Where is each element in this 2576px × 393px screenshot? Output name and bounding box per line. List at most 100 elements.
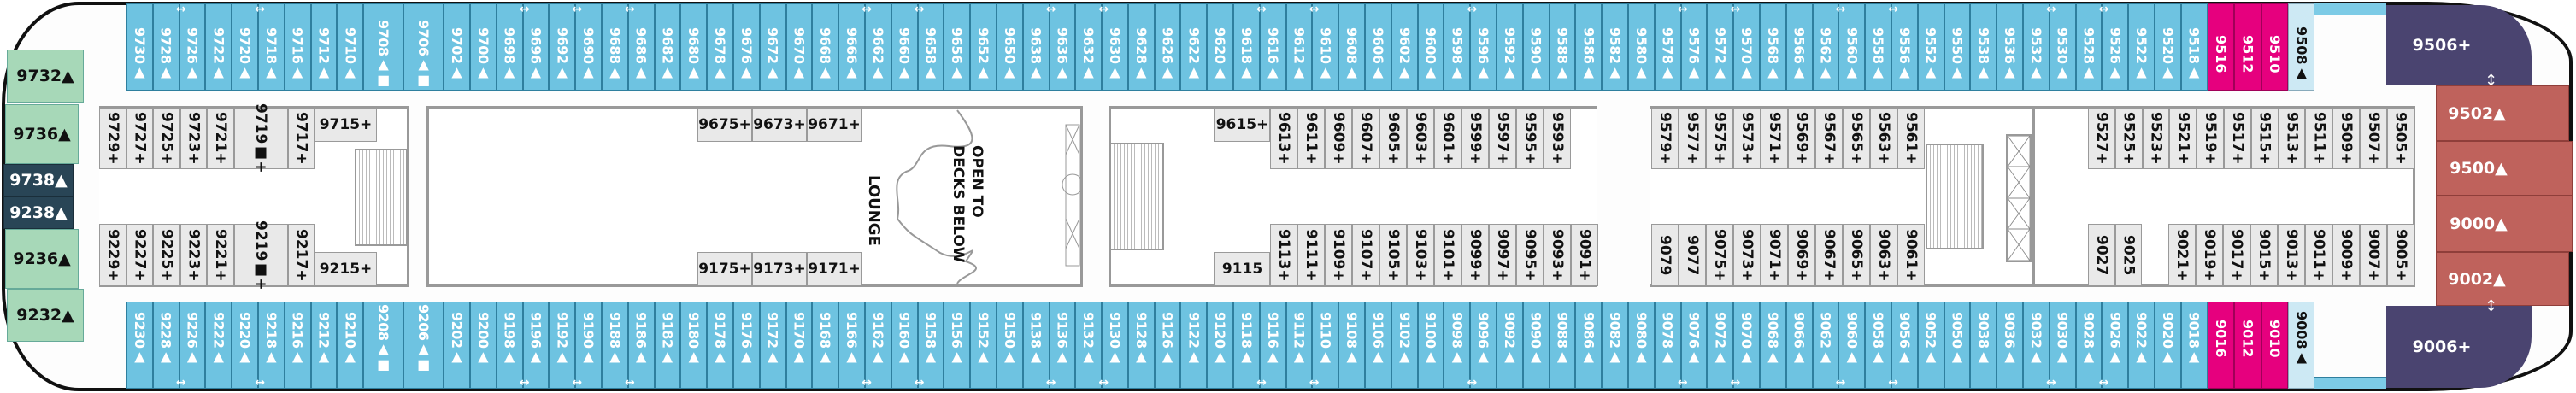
cabin-9628[interactable]: 9628▲: [1127, 3, 1155, 91]
cabin-9578[interactable]: 9578▲: [1654, 3, 1687, 91]
cabin-9502[interactable]: 9502▲: [2436, 85, 2569, 141]
cabin-9688[interactable]: 9688▲: [601, 3, 634, 91]
cabin-9652[interactable]: 9652▲: [970, 3, 997, 91]
cabin-9675[interactable]: 9675+: [697, 108, 752, 142]
cabin-9090[interactable]: 9090▲: [1522, 302, 1550, 389]
cabin-9678[interactable]: 9678▲: [707, 3, 733, 91]
cabin-9566[interactable]: 9566▲: [1785, 3, 1813, 91]
cabin-9505[interactable]: 9505+: [2386, 108, 2414, 169]
cabin-9010[interactable]: 9010: [2261, 302, 2289, 389]
cabin-9573[interactable]: 9573+: [1733, 108, 1761, 169]
cabin-9588[interactable]: 9588▲: [1549, 3, 1576, 91]
cabin-9056[interactable]: 9056▲: [1891, 302, 1918, 389]
cabin-9582[interactable]: 9582▲: [1602, 3, 1629, 91]
cabin-9208[interactable]: 9208▲■: [363, 302, 404, 389]
cabin-9162[interactable]: 9162▲: [864, 302, 891, 389]
cabin-9730[interactable]: 9730▲: [126, 3, 153, 91]
cabin-9002[interactable]: 9002▲: [2436, 252, 2569, 306]
cabin-9120[interactable]: 9120▲: [1207, 302, 1234, 389]
cabin-9008[interactable]: 9008▲: [2288, 302, 2315, 389]
cabin-9138[interactable]: 9138▲: [1022, 302, 1056, 390]
cabin-9116[interactable]: 9116▲: [1259, 302, 1286, 389]
cabin-9070[interactable]: 9070▲: [1733, 302, 1761, 389]
cabin-9226[interactable]: 9226▲: [179, 302, 206, 389]
cabin-9603[interactable]: 9603+: [1407, 108, 1434, 169]
cabin-9568[interactable]: 9568▲: [1760, 3, 1786, 91]
cabin-9728[interactable]: 9728▲: [152, 3, 185, 91]
cabin-9710[interactable]: 9710▲: [337, 3, 364, 91]
cabin-9021[interactable]: 9021+: [2168, 224, 2196, 286]
cabin-9726[interactable]: 9726▲: [179, 3, 206, 91]
cabin-9088[interactable]: 9088▲: [1549, 302, 1576, 389]
cabin-9229[interactable]: 9229+: [99, 224, 126, 286]
cabin-9038[interactable]: 9038▲: [1970, 302, 1997, 389]
cabin-9722[interactable]: 9722▲: [205, 3, 232, 91]
cabin-9230[interactable]: 9230▲: [126, 302, 153, 389]
cabin-9072[interactable]: 9072▲: [1707, 302, 1740, 390]
cabin-9012[interactable]: 9012: [2234, 302, 2261, 389]
cabin-9510[interactable]: 9510: [2261, 3, 2289, 91]
cabin-9217[interactable]: 9217+: [287, 224, 315, 286]
cabin-9518[interactable]: 9518▲: [2180, 3, 2208, 91]
cabin-9061[interactable]: 9061+: [1897, 224, 1925, 286]
cabin-9721[interactable]: 9721+: [207, 108, 234, 169]
cabin-9597[interactable]: 9597+: [1489, 108, 1516, 169]
cabin-9032[interactable]: 9032▲: [2022, 302, 2056, 390]
cabin-9238[interactable]: 9238▲: [3, 196, 74, 229]
cabin-9660[interactable]: 9660▲: [891, 3, 924, 91]
cabin-9610[interactable]: 9610▲: [1312, 3, 1339, 91]
cabin-9571[interactable]: 9571+: [1761, 108, 1788, 169]
cabin-9552[interactable]: 9552▲: [1917, 3, 1944, 91]
cabin-9050[interactable]: 9050▲: [1944, 302, 1971, 389]
cabin-9618[interactable]: 9618▲: [1233, 3, 1267, 91]
cabin-9080[interactable]: 9080▲: [1628, 302, 1655, 389]
cabin-9093[interactable]: 9093+: [1544, 224, 1571, 286]
cabin-9101[interactable]: 9101+: [1434, 224, 1461, 286]
cabin-9720[interactable]: 9720▲: [232, 3, 265, 91]
cabin-9550[interactable]: 9550▲: [1944, 3, 1971, 91]
cabin-9171[interactable]: 9171+: [807, 252, 862, 286]
cabin-9218[interactable]: 9218▲: [257, 302, 285, 389]
cabin-9078[interactable]: 9078▲: [1654, 302, 1687, 390]
cabin-9698[interactable]: 9698▲: [496, 3, 529, 91]
cabin-9558[interactable]: 9558▲: [1865, 3, 1898, 91]
cabin-9105[interactable]: 9105+: [1379, 224, 1407, 286]
cabin-9615[interactable]: 9615+: [1214, 108, 1270, 142]
cabin-9593[interactable]: 9593+: [1544, 108, 1571, 169]
cabin-9118[interactable]: 9118▲: [1233, 302, 1267, 390]
cabin-9611[interactable]: 9611+: [1297, 108, 1325, 169]
cabin-9126[interactable]: 9126▲: [1154, 302, 1181, 389]
cabin-9192[interactable]: 9192▲: [549, 302, 582, 390]
cabin-9198[interactable]: 9198▲: [496, 302, 529, 390]
cabin-9065[interactable]: 9065+: [1843, 224, 1870, 286]
cabin-9196[interactable]: 9196▲: [522, 302, 550, 389]
cabin-9592[interactable]: 9592▲: [1497, 3, 1523, 91]
cabin-9069[interactable]: 9069+: [1788, 224, 1815, 286]
cabin-9228[interactable]: 9228▲: [152, 302, 185, 390]
cabin-9519[interactable]: 9519+: [2197, 108, 2224, 169]
cabin-9186[interactable]: 9186▲: [627, 302, 655, 389]
cabin-9712[interactable]: 9712▲: [310, 3, 338, 91]
cabin-9178[interactable]: 9178▲: [707, 302, 733, 389]
cabin-9016[interactable]: 9016: [2207, 302, 2235, 389]
cabin-9062[interactable]: 9062▲: [1812, 302, 1845, 390]
cabin-9077[interactable]: 9077: [1679, 224, 1706, 286]
cabin-9507[interactable]: 9507+: [2359, 108, 2387, 169]
cabin-9071[interactable]: 9071+: [1761, 224, 1788, 286]
cabin-9576[interactable]: 9576▲: [1680, 3, 1708, 91]
cabin-9601[interactable]: 9601+: [1434, 108, 1461, 169]
cabin-9523[interactable]: 9523+: [2142, 108, 2170, 169]
cabin-9018[interactable]: 9018▲: [2180, 302, 2208, 389]
cabin-9702[interactable]: 9702▲: [444, 3, 470, 91]
cabin-9052[interactable]: 9052▲: [1917, 302, 1944, 389]
cabin-9063[interactable]: 9063+: [1870, 224, 1897, 286]
cabin-9011[interactable]: 9011+: [2305, 224, 2332, 286]
cabin-9009[interactable]: 9009+: [2332, 224, 2360, 286]
cabin-9511[interactable]: 9511+: [2305, 108, 2333, 169]
cabin-9200[interactable]: 9200▲: [469, 302, 497, 389]
cabin-9111[interactable]: 9111+: [1297, 224, 1325, 286]
cabin-9107[interactable]: 9107+: [1352, 224, 1379, 286]
cabin-9630[interactable]: 9630▲: [1102, 3, 1128, 91]
cabin-9595[interactable]: 9595+: [1516, 108, 1544, 169]
cabin-9569[interactable]: 9569+: [1788, 108, 1815, 169]
